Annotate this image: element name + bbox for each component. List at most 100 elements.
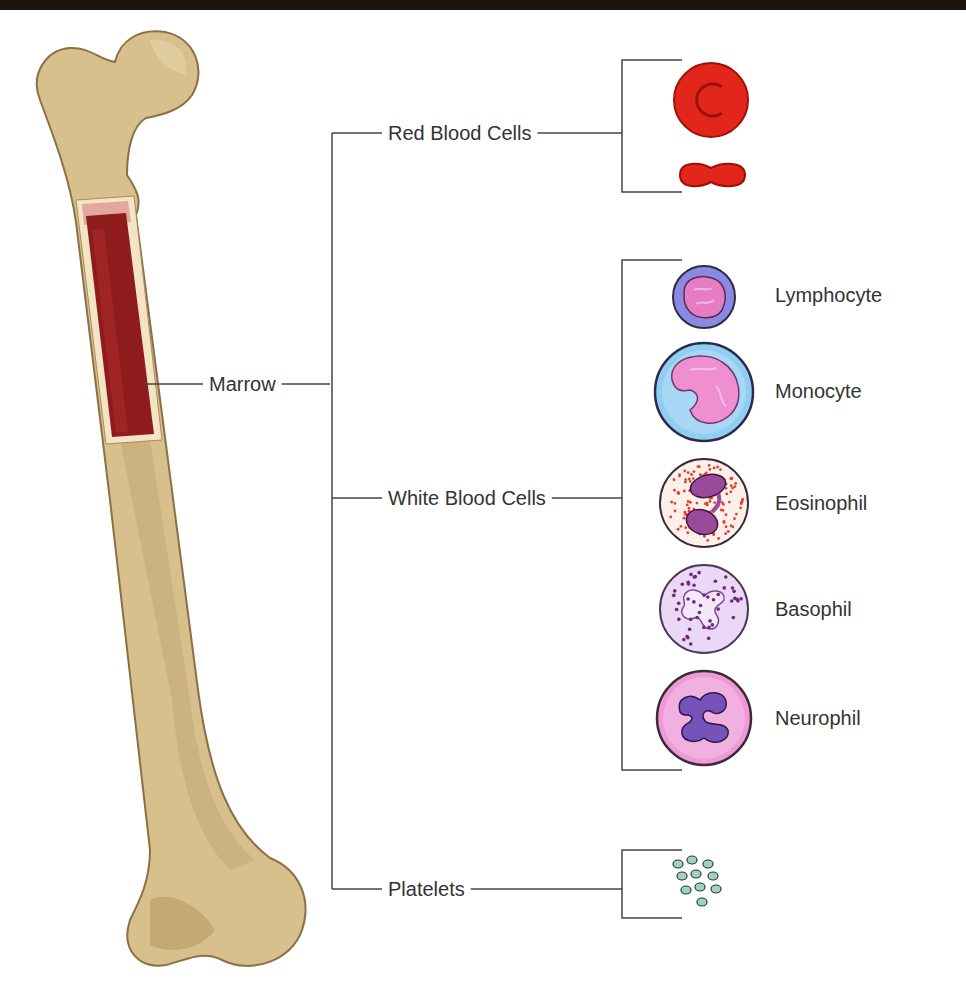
basophil-granule — [733, 597, 737, 601]
leader-line — [282, 383, 330, 385]
femur — [37, 31, 306, 966]
eosinophil-granule — [724, 532, 727, 535]
red-blood-cell — [674, 63, 748, 186]
eosinophil-granule — [687, 471, 690, 474]
marrow-cavity — [86, 213, 154, 437]
basophil-granule — [702, 626, 706, 630]
monocyte-chromatin — [690, 368, 726, 406]
marrow-leader — [142, 383, 203, 385]
eosinophil-granule — [673, 478, 676, 481]
basophil-granule — [708, 619, 712, 623]
eosinophil-granule — [684, 513, 687, 516]
eosinophil-granule — [693, 470, 696, 473]
basophil-granule — [706, 595, 710, 599]
red-blood-cell-dimple — [697, 84, 722, 116]
basophil-granule — [739, 597, 743, 601]
eosinophil-granule — [733, 517, 736, 520]
eosinophil-granule — [713, 466, 716, 469]
label-text: Platelets — [388, 877, 465, 901]
eosinophil-granule — [728, 501, 731, 504]
basophil-granule — [695, 616, 699, 620]
basophil-granule — [723, 586, 727, 590]
eosinophil-granule — [708, 468, 711, 471]
label-text: Basophil — [775, 597, 852, 621]
eosinophil-granule — [689, 480, 692, 483]
platelet-cluster — [673, 856, 721, 906]
bracket — [622, 850, 682, 918]
eosinophil-granule — [725, 492, 728, 495]
eosinophil-granule — [725, 513, 728, 516]
platelet — [677, 872, 687, 880]
label-text: Lymphocyte — [775, 283, 882, 307]
basophil-granule — [672, 594, 676, 598]
eosinophil-granule — [696, 502, 699, 505]
marrow-highlight — [92, 229, 128, 433]
basophil-granule — [707, 637, 711, 641]
neutrophil-nucleus — [679, 693, 728, 742]
eosinophil-cell — [660, 459, 748, 547]
neutrophil-membrane — [657, 671, 751, 765]
lymphocyte-chromatin — [694, 288, 714, 304]
basophil-cell — [660, 565, 748, 653]
femur-head-shading — [150, 40, 186, 75]
leader-line — [471, 888, 622, 890]
eosinophil-granule — [690, 473, 693, 476]
eosinophil-granule — [706, 502, 709, 505]
platelet — [691, 870, 701, 878]
eosinophil-granule — [741, 498, 744, 501]
basophil-membrane — [660, 565, 748, 653]
basophil-granule — [686, 597, 690, 601]
basophil-granule — [731, 586, 735, 590]
neutrophil-cytoplasm — [663, 677, 745, 759]
basophil-granule — [689, 573, 693, 577]
eosinophil-granule — [688, 478, 691, 481]
eosinophil-granule — [706, 539, 709, 542]
basophil-granule — [673, 589, 677, 593]
basophil-granule — [675, 608, 679, 612]
basophil-granule — [699, 604, 703, 608]
basophil-granule — [682, 638, 686, 642]
label-text: White Blood Cells — [388, 486, 546, 510]
platelet — [695, 883, 705, 891]
lymphocyte-cell — [673, 266, 735, 328]
red-blood-cell-side — [680, 164, 745, 186]
basophil-granule — [692, 600, 696, 604]
basophil-granule — [732, 616, 736, 620]
eosinophil-granule — [677, 528, 680, 531]
eosinophil-lobe-bridge — [712, 494, 719, 512]
eosinophil-granule — [717, 537, 720, 540]
lymphocyte-nucleus — [684, 277, 725, 318]
monocyte-cell — [655, 343, 753, 441]
eosinophil-granule — [709, 500, 712, 503]
eosinophil-granule — [669, 516, 672, 519]
platelet — [708, 872, 718, 880]
label-text: Eosinophil — [775, 491, 867, 515]
basophil-granule — [686, 580, 690, 584]
eosinophil-granule — [740, 502, 743, 505]
eosinophil-granule — [677, 492, 680, 495]
bracket — [622, 260, 682, 770]
eosinophil-granule — [734, 482, 737, 485]
label-text: Neurophil — [775, 706, 861, 730]
basophil-granule — [689, 618, 693, 622]
neutrophil-cell — [657, 671, 751, 765]
basophil-granule — [712, 598, 716, 602]
eosinophil-granule — [689, 501, 692, 504]
platelet — [687, 856, 697, 864]
eosinophil-granule — [730, 477, 733, 480]
eosinophil-granule — [680, 525, 683, 528]
eosinophil-granule — [678, 475, 681, 478]
tree-lines — [142, 60, 682, 918]
eosinophil-granule — [739, 506, 742, 509]
eosinophil-granule — [727, 530, 730, 533]
basophil-nucleus — [682, 590, 724, 629]
basophil-granule — [732, 590, 736, 594]
label-text: Monocyte — [775, 379, 862, 403]
basophil-granule — [730, 599, 734, 603]
tree-branch — [332, 133, 382, 889]
basophil-granule — [697, 571, 701, 575]
eosinophil-granule — [722, 503, 725, 506]
platelet — [711, 885, 721, 893]
bracket — [622, 60, 682, 192]
eosinophil-granule — [725, 525, 728, 528]
